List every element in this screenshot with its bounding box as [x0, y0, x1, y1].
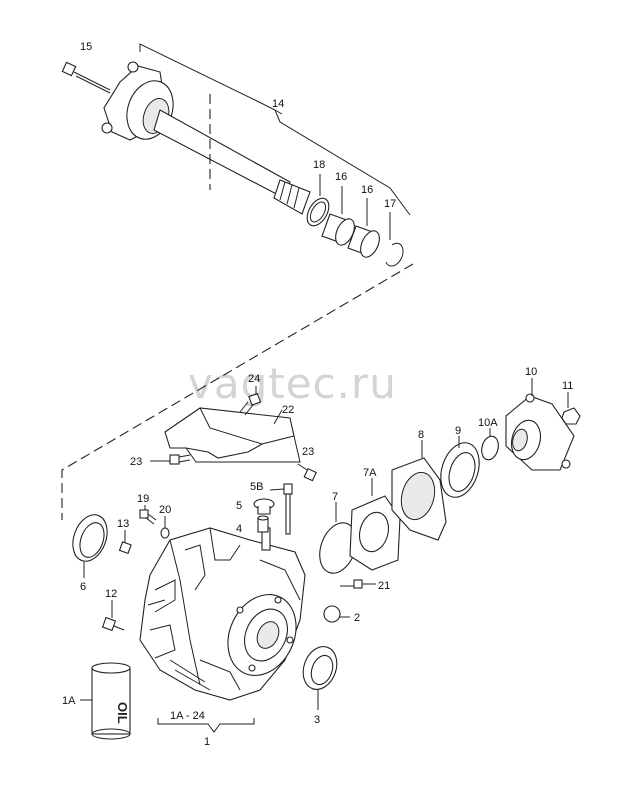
- bearing-16a: [321, 213, 355, 246]
- bracket-1A-24: [157, 718, 255, 733]
- seal-6: [72, 514, 108, 578]
- nut-11: [561, 392, 581, 425]
- callout-labels: 15 14 18 16 16 17 24 22 23 23 5B 5 4 19 …: [62, 41, 573, 748]
- callout-5B: 5B: [250, 481, 263, 493]
- callout-3: 3: [314, 714, 320, 726]
- callout-12: 12: [105, 588, 117, 600]
- screw-19: [139, 505, 157, 525]
- bolt-21: [340, 579, 376, 589]
- oil-can-label: OIL: [115, 702, 130, 724]
- callout-19: 19: [137, 493, 149, 505]
- callout-5: 5: [236, 500, 242, 512]
- ring-10A: [481, 435, 499, 461]
- heat-shield-22: [164, 407, 301, 463]
- plug-2: [323, 605, 350, 623]
- flange-8: [391, 440, 447, 541]
- callout-16a: 16: [335, 171, 347, 183]
- callout-21: 21: [378, 580, 390, 592]
- bolt-24: [239, 392, 262, 416]
- bolt-23-left: [150, 454, 191, 465]
- plug-4: [257, 515, 269, 533]
- bolt-5B: [269, 483, 293, 535]
- callout-10A: 10A: [478, 417, 498, 429]
- bolt-23-right: [297, 463, 317, 482]
- watermark-text: vagtec.ru: [188, 359, 397, 408]
- callout-17: 17: [384, 198, 396, 210]
- plug-12: [101, 600, 125, 632]
- washer-20: [160, 527, 170, 539]
- callout-8: 8: [418, 429, 424, 441]
- shaft-body: [153, 109, 311, 215]
- transfer-case-housing: [139, 527, 306, 701]
- bolt-15: [61, 61, 111, 94]
- ring-18: [306, 197, 330, 227]
- callout-7: 7: [332, 491, 338, 503]
- callout-11: 11: [562, 380, 573, 392]
- gasket-7A: [349, 478, 401, 571]
- circlip-17: [385, 242, 404, 267]
- callout-16b: 16: [361, 184, 373, 196]
- callout-20: 20: [159, 504, 171, 516]
- plug-13: [118, 530, 132, 555]
- drive-shaft-assembly: [61, 43, 411, 267]
- callout-23-left: 23: [130, 456, 142, 468]
- callout-23-right: 23: [302, 446, 314, 458]
- callout-4: 4: [236, 523, 242, 535]
- callout-1A: 1A: [62, 695, 76, 707]
- callout-10: 10: [525, 366, 537, 378]
- callout-1A-24: 1A - 24: [170, 710, 205, 722]
- callout-15: 15: [80, 41, 92, 53]
- callout-24: 24: [248, 373, 260, 385]
- callout-2: 2: [354, 612, 360, 624]
- cap-5: [253, 498, 275, 515]
- oil-can-1A: OIL: [80, 662, 131, 740]
- bearing-16b: [347, 225, 380, 258]
- callout-1: 1: [204, 736, 210, 748]
- callout-18: 18: [313, 159, 325, 171]
- dashed-axis-line: [61, 263, 414, 520]
- seal-3: [302, 646, 338, 710]
- flange-10: [505, 378, 575, 471]
- callout-9: 9: [455, 425, 461, 437]
- callout-6: 6: [80, 581, 86, 593]
- callout-7A: 7A: [363, 467, 377, 479]
- callout-22: 22: [282, 404, 294, 416]
- callout-13: 13: [117, 518, 129, 530]
- callout-14: 14: [272, 98, 284, 110]
- seal-9: [440, 436, 480, 498]
